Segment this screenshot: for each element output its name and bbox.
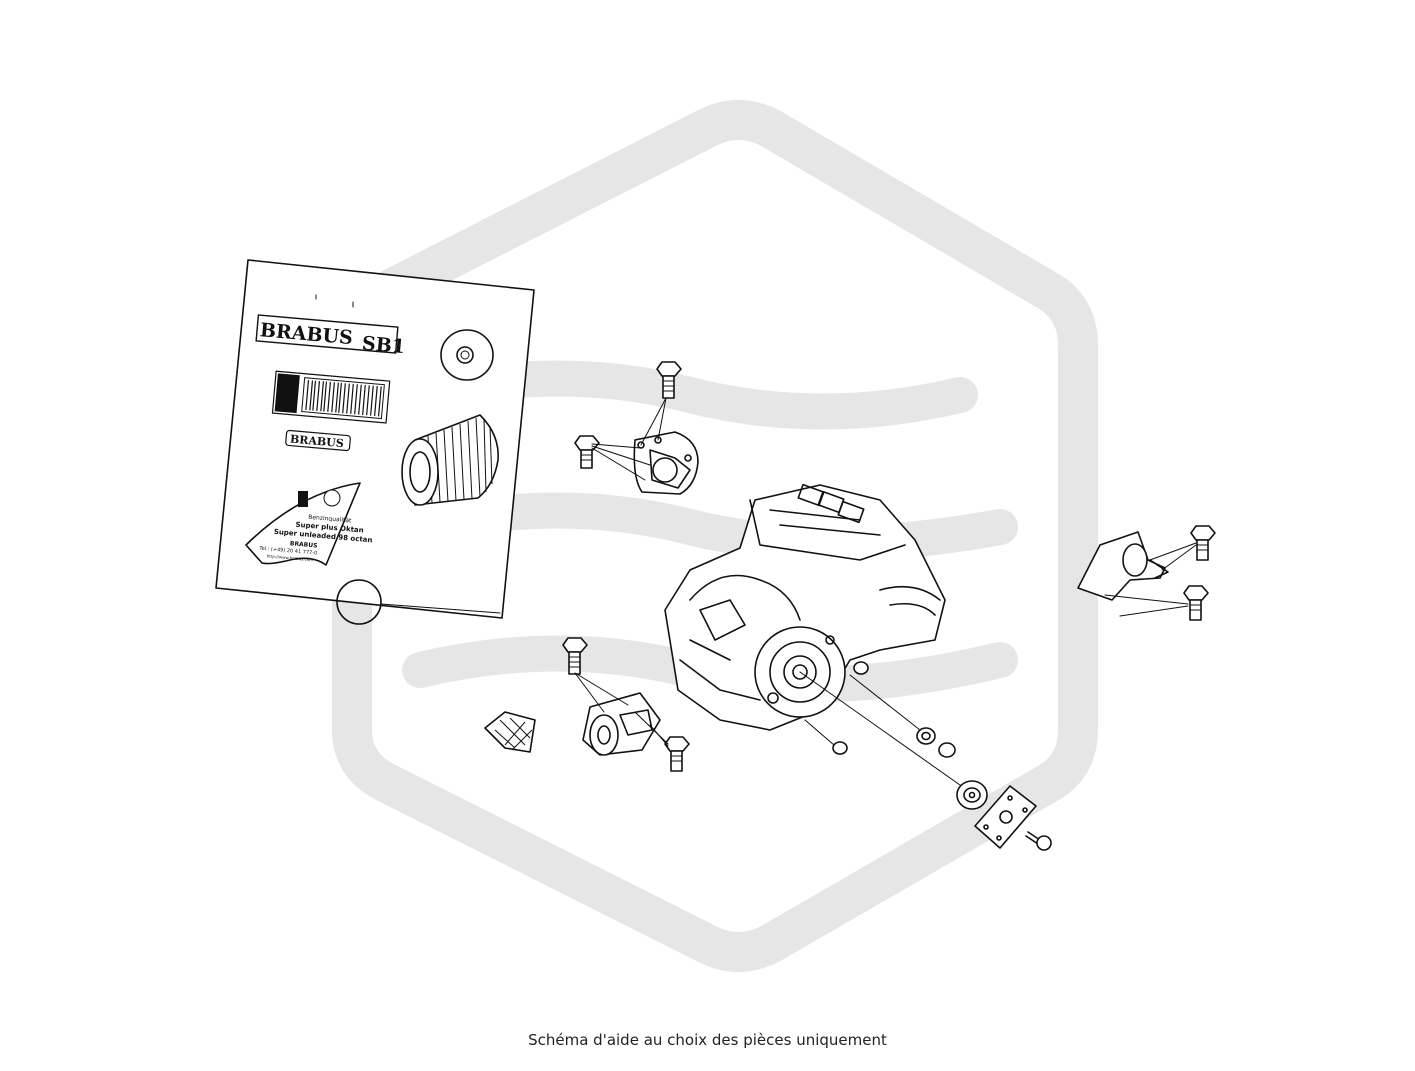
- callout-ring: [336, 579, 501, 625]
- washer-disc: [440, 329, 494, 381]
- plug-cap: [938, 742, 956, 758]
- plug-cap: [853, 661, 869, 675]
- air-filter-element[interactable]: [401, 414, 499, 506]
- engine-mount-lower[interactable]: [562, 637, 690, 772]
- diagram-caption: Schéma d'aide au choix des pièces unique…: [528, 1031, 887, 1049]
- flex-plate[interactable]: [974, 785, 1037, 849]
- bolt-icon: [574, 435, 600, 469]
- bolt-icon: [1190, 525, 1216, 561]
- engine-mount-right[interactable]: [1077, 525, 1216, 621]
- fuel-brand: BRABUS: [290, 540, 318, 549]
- brabus-badge-text: BRABUS: [289, 433, 344, 451]
- seal-ring: [916, 727, 936, 745]
- sticker-sheet[interactable]: BRABUS SB1 BRABUS: [215, 259, 535, 625]
- barcode-sticker: [271, 370, 391, 424]
- plug-cap: [804, 719, 848, 755]
- pulley-hub[interactable]: [956, 780, 988, 810]
- engine-mount-upper[interactable]: [574, 361, 699, 495]
- fuel-web: http://www.brabus.com: [267, 553, 314, 562]
- aral-logo-icon: [323, 489, 341, 507]
- heat-shield[interactable]: [484, 711, 536, 753]
- fuel-line-1: Benzinqualität: [308, 514, 352, 525]
- fuel-quality-label: Benzinqualität Super plus Oktan Super un…: [245, 482, 373, 566]
- brabus-small-badge: BRABUS: [285, 429, 351, 452]
- bolt-icon: [562, 637, 588, 675]
- bolt-icon: [656, 361, 682, 399]
- bolt-icon: [1025, 831, 1052, 851]
- engine-assembly[interactable]: [664, 483, 961, 786]
- bolt-icon: [664, 736, 690, 772]
- sb1-model-text: SB1: [361, 332, 406, 358]
- fuel-phone: Tel.: (+49) 20 41 777-0: [258, 545, 317, 556]
- bolt-icon: [1183, 585, 1209, 621]
